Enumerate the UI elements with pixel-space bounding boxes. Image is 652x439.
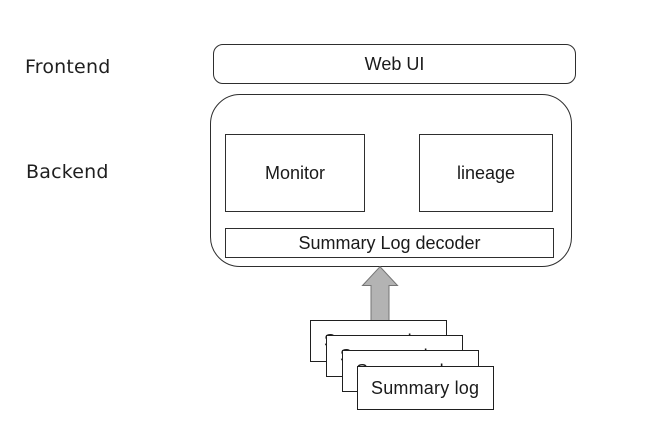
log-sheet-4: Summary log	[357, 366, 494, 410]
monitor-label: Monitor	[264, 162, 326, 183]
web-ui-label: Web UI	[364, 53, 425, 74]
up-arrow-icon	[361, 266, 399, 322]
log-sheet-4-label: Summary log	[371, 377, 480, 398]
web-ui-node: Web UI	[213, 44, 576, 84]
frontend-row-label: Frontend	[25, 56, 111, 78]
summary-log-decoder-label: Summary Log decoder	[298, 232, 481, 253]
backend-row-label: Backend	[26, 161, 109, 183]
lineage-label: lineage	[456, 162, 516, 183]
monitor-node: Monitor	[225, 134, 365, 212]
summary-log-decoder-node: Summary Log decoder	[225, 228, 554, 258]
lineage-node: lineage	[419, 134, 553, 212]
